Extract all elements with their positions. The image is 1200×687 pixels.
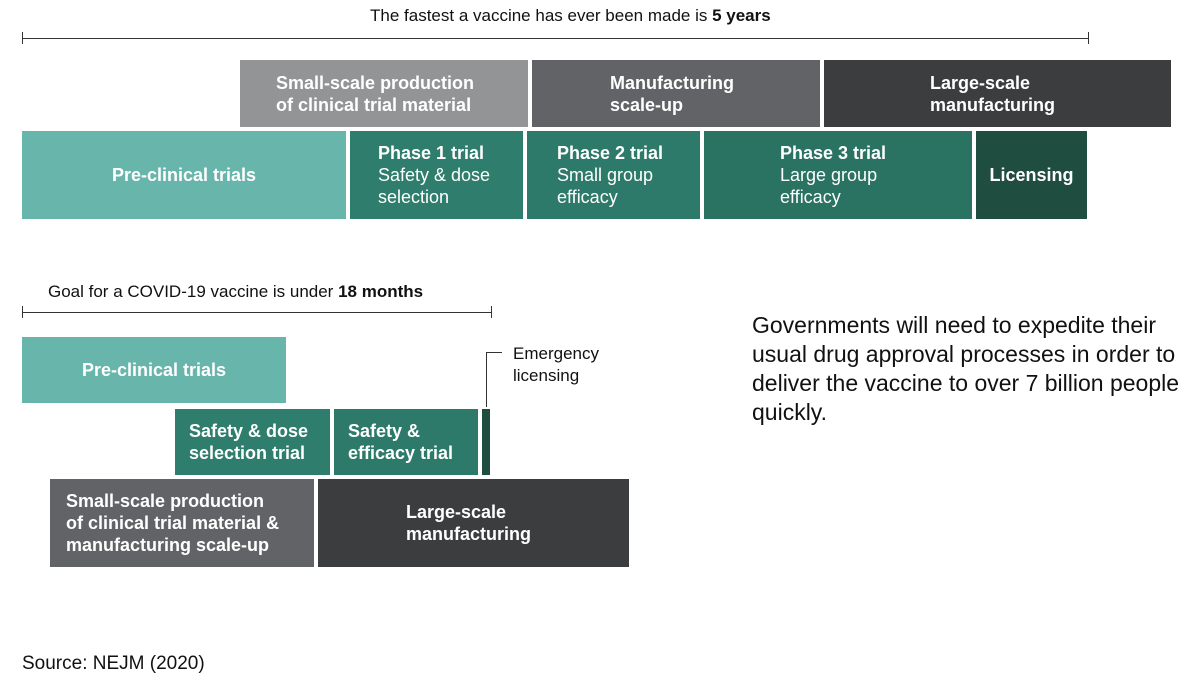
- source-citation: Source: NEJM (2020): [22, 653, 205, 674]
- top-licensing: Licensing: [976, 131, 1087, 219]
- top-phase1-trial: Phase 1 trial Safety & dose selection: [350, 131, 523, 219]
- top-phase2-trial: Phase 2 trial Small group efficacy: [527, 131, 700, 219]
- emergency-licensing-label: Emergency licensing: [513, 344, 599, 385]
- bottom-safety-dose-trial: Safety & dose selection trial: [175, 409, 330, 475]
- bottom-safety-efficacy-trial: Safety & efficacy trial: [334, 409, 478, 475]
- bottom-large-scale-manufacturing: Large-scale manufacturing: [318, 479, 629, 567]
- top-manufacturing-scale-up: Manufacturing scale-up: [532, 60, 820, 127]
- top-phase3-trial: Phase 3 trial Large group efficacy: [704, 131, 972, 219]
- bottom-small-scale-production: Small-scale production of clinical trial…: [50, 479, 314, 567]
- bottom-timeline-title: Goal for a COVID-19 vaccine is under 18 …: [48, 282, 424, 301]
- top-preclinical-trials: Pre-clinical trials: [22, 131, 346, 219]
- top-large-scale-manufacturing: Large-scale manufacturing: [824, 60, 1171, 127]
- governments-note: Governments will need to expedite their …: [752, 312, 1180, 425]
- bottom-preclinical-trials: Pre-clinical trials: [22, 337, 286, 403]
- bottom-emergency-licensing-bar: [482, 409, 490, 475]
- top-timeline-title: The fastest a vaccine has ever been made…: [370, 6, 771, 25]
- top-small-scale-production: Small-scale production of clinical trial…: [240, 60, 528, 127]
